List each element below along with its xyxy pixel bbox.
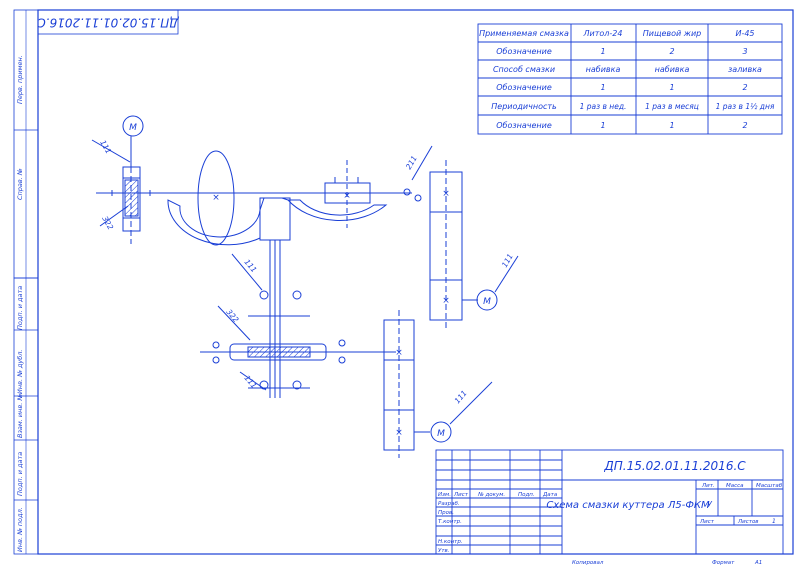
lube-r3-c0: Обозначение bbox=[496, 83, 552, 92]
lube-r0-c0: Применяемая смазка bbox=[479, 29, 569, 38]
left-motor-label: М bbox=[129, 123, 137, 133]
lube-r0-c2: Пищевой жир bbox=[643, 29, 702, 38]
role-prov: Пров. bbox=[438, 510, 454, 516]
role-tkontr: Т.контр. bbox=[438, 519, 462, 525]
cross-mark: × bbox=[395, 348, 403, 358]
lube-r4-c2: 1 раз в месяц bbox=[645, 102, 699, 111]
top-stamp: ДП.15.02.01.11.2016.С bbox=[37, 16, 180, 30]
lube-r1-c0: Обозначение bbox=[496, 47, 552, 56]
lube-r5-c3: 2 bbox=[742, 121, 747, 130]
col-header-list: Лист bbox=[453, 492, 469, 498]
masshtab-label: Масштаб bbox=[756, 483, 783, 489]
lube-r1-c1: 1 bbox=[600, 47, 605, 56]
massa-label: Масса bbox=[726, 483, 744, 489]
cross-mark: × bbox=[442, 296, 450, 306]
format-value: А1 bbox=[754, 560, 762, 566]
role-nkontr: Н.контр. bbox=[438, 539, 463, 545]
lit-label: Лит. bbox=[701, 483, 715, 489]
copied-label: Копировал bbox=[572, 560, 604, 566]
lube-r2-c0: Способ смазки bbox=[493, 65, 555, 74]
left-bowl bbox=[167, 199, 261, 246]
lube-r5-c0: Обозначение bbox=[496, 121, 552, 130]
left-motor bbox=[122, 115, 144, 137]
lube-r0-c3: И-45 bbox=[735, 29, 754, 38]
left-strip-podp-data-1: Подп. и дата bbox=[16, 286, 24, 330]
left-strip-perv-primen: Перв. примен. bbox=[16, 55, 24, 104]
cross-mark: × bbox=[343, 191, 351, 201]
cutter-disc bbox=[197, 150, 235, 246]
callout-label: 111 bbox=[500, 252, 515, 269]
col-header-dokum: № докум. bbox=[477, 492, 505, 498]
lower-gear bbox=[229, 343, 327, 361]
upper-motor bbox=[476, 289, 498, 311]
lower-motor-label: М bbox=[437, 429, 445, 439]
callout-label: 322 bbox=[224, 308, 240, 325]
col-header-data: Дата bbox=[542, 492, 558, 498]
lube-r3-c2: 1 bbox=[669, 83, 674, 92]
sheet-label: Лист bbox=[699, 519, 715, 525]
cross-mark: × bbox=[442, 189, 450, 199]
callout-label: 111 bbox=[453, 389, 469, 406]
lube-r2-c2: набивка bbox=[655, 65, 690, 74]
cross-mark: × bbox=[395, 428, 403, 438]
lube-r1-c2: 2 bbox=[669, 47, 674, 56]
lube-r4-c0: Периодичность bbox=[491, 102, 557, 111]
lube-r2-c3: заливка bbox=[728, 65, 762, 74]
lube-r3-c1: 1 bbox=[600, 83, 605, 92]
lit-value: У bbox=[707, 500, 713, 509]
lube-r3-c3: 2 bbox=[742, 83, 747, 92]
format-label: Формат bbox=[712, 560, 735, 566]
col-header-izm: Изм. bbox=[438, 492, 451, 498]
cross-mark: × bbox=[212, 193, 220, 203]
upper-motor-label: М bbox=[483, 297, 491, 307]
sheets-label: Листов bbox=[737, 519, 759, 525]
lube-r4-c3: 1 раз в 1½ дня bbox=[716, 102, 775, 111]
lube-r5-c1: 1 bbox=[600, 121, 605, 130]
right-bowl bbox=[286, 199, 388, 221]
callout-label: 111 bbox=[98, 139, 113, 156]
lower-motor bbox=[430, 421, 452, 443]
lube-r0-c1: Литол-24 bbox=[583, 29, 623, 38]
title-designation: ДП.15.02.01.11.2016.С bbox=[603, 459, 746, 473]
title-block: ДП.15.02.01.11.2016.С Схема смазки кутте… bbox=[435, 449, 784, 566]
left-strip-sprav-no: Справ. № bbox=[16, 168, 24, 200]
lube-r5-c2: 1 bbox=[669, 121, 674, 130]
left-strip-inv-dubl: Инв. № дубл. bbox=[16, 350, 24, 394]
callout-label: 111 bbox=[242, 258, 258, 275]
col-header-podp: Подп. bbox=[518, 492, 535, 498]
role-razrab: Разраб. bbox=[438, 501, 460, 507]
drawing-frame bbox=[13, 9, 794, 555]
spindle-housing bbox=[259, 197, 291, 241]
lubrication-table: Применяемая смазка Литол-24 Пищевой жир … bbox=[477, 23, 783, 135]
drawing-name: Схема смазки куттера Л5-ФКМ bbox=[546, 500, 710, 511]
role-utv: Утв. bbox=[438, 548, 450, 554]
lubrication-scheme bbox=[91, 115, 519, 458]
left-strip-podp-data-2: Подп. и дата bbox=[16, 452, 24, 496]
lube-r2-c1: набивка bbox=[586, 65, 621, 74]
lube-r4-c1: 1 раз в нед. bbox=[580, 102, 627, 111]
left-strip-inv-podl: Инв. № подл. bbox=[16, 507, 24, 552]
callout-label: 211 bbox=[404, 154, 419, 171]
lube-r1-c3: 3 bbox=[742, 47, 747, 56]
sheets-value: 1 bbox=[772, 518, 776, 525]
left-strip-vzam-inv: Взам. инв. № bbox=[16, 394, 24, 438]
